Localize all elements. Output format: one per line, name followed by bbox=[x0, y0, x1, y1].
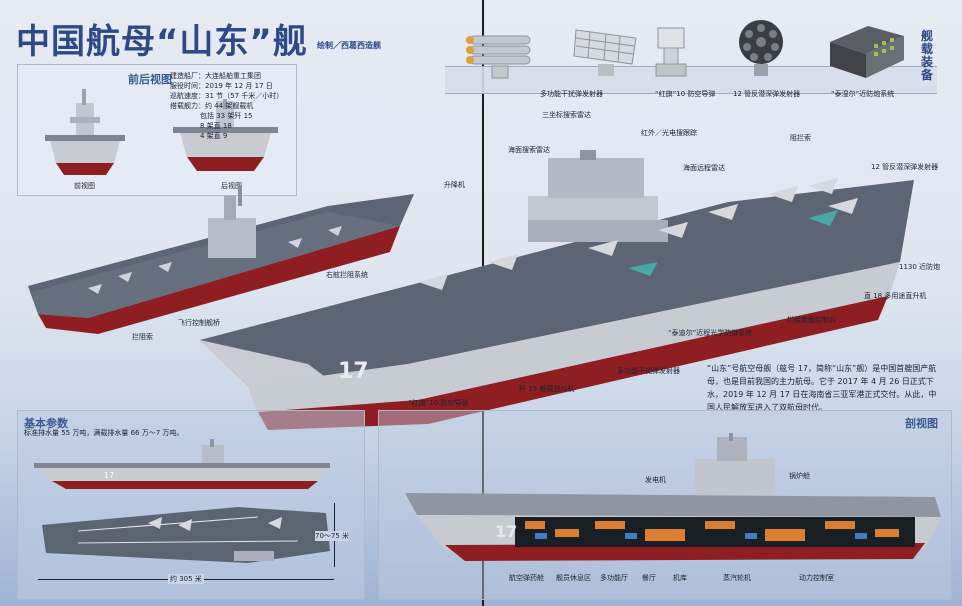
callout-sea-radar: 海面搜索雷达 bbox=[508, 146, 550, 154]
side-hull-number: 17 bbox=[104, 471, 114, 480]
section-bottom-callout: 动力控制室 bbox=[799, 574, 834, 582]
callout-ir-tracker: 红外／光电搜跟踪 bbox=[641, 129, 697, 137]
width-label: 70～75 米 bbox=[315, 531, 350, 541]
callout-hq10: “红旗”10 防空导弹 bbox=[408, 399, 469, 407]
section-top-callout: 锅炉舱 bbox=[789, 472, 810, 480]
section-view-panel: 剖视图 17 发电机 锅炉舱 航空弹药舱 舰员休息区 多功能厅 餐厅 机库 蒸汽… bbox=[378, 410, 952, 600]
top-view-ship bbox=[42, 507, 330, 563]
callout-asw12: 12 管反潜深弹发射器 bbox=[871, 163, 939, 171]
credit-line: 绘制／西葛西造舰 bbox=[317, 41, 381, 50]
callout-1130: 1130 近防炮 bbox=[899, 263, 941, 271]
hull-number: 17 bbox=[338, 359, 369, 384]
spec-line: 搭载舰力：约 44 架舰载机 bbox=[170, 102, 254, 110]
spec-line: 建造船厂：大连船舶重工集团 bbox=[170, 72, 261, 80]
page-title: 中国航母“山东”舰 bbox=[16, 22, 308, 62]
ciws-icon bbox=[830, 26, 904, 78]
armament-label: 多功能干扰弹发射器 bbox=[540, 90, 603, 98]
spec-line: 8 架直 18 bbox=[200, 122, 232, 130]
callout-arresting-system: 右舷拦阻系统 bbox=[326, 271, 368, 279]
section-bottom-callout: 蒸汽轮机 bbox=[723, 574, 751, 582]
length-label: 约 305 米 bbox=[168, 574, 204, 584]
ship-description: “山东”号航空母舰（舷号 17，简称“山东”舰）是中国首艘国产航母，也是目前我国… bbox=[707, 364, 937, 412]
section-top-callout: 发电机 bbox=[645, 476, 666, 484]
callout-arresting: 拦阻索 bbox=[132, 333, 153, 341]
callout-z18: 直 18 多用途直升机 bbox=[864, 292, 927, 300]
front-rear-view-panel: 前后视图 前视图 后视图 建造船厂：大连船舶重工集团 服役时间：2019 年 1… bbox=[17, 64, 297, 196]
basic-params-title: 基本参数 bbox=[24, 417, 68, 430]
section-bottom-callout: 舰员休息区 bbox=[556, 574, 591, 582]
section-bottom-callout: 多功能厅 bbox=[600, 574, 628, 582]
spec-line: 包括 33 架歼 15 bbox=[200, 112, 253, 120]
section-bottom-callout: 餐厅 bbox=[642, 574, 656, 582]
callout-ciws: “泰迪尔”近程光学防御系统 bbox=[668, 329, 753, 337]
section-bottom-callout: 航空弹药舱 bbox=[509, 574, 544, 582]
armament-label: “泰湿尔”近防炮系统 bbox=[831, 90, 895, 98]
front-view-ship-icon bbox=[45, 89, 125, 175]
callout-3d-radar: 三坐标搜索雷达 bbox=[542, 111, 591, 119]
asw-rocket-icon bbox=[739, 20, 783, 76]
spec-line: 4 架直 9 bbox=[200, 132, 228, 140]
missile-launcher-icon bbox=[573, 29, 637, 76]
armament-label: 12 管反潜深弹发射器 bbox=[733, 90, 801, 98]
left-carrier-perspective bbox=[28, 186, 414, 334]
section-view-title: 剖视图 bbox=[905, 417, 938, 430]
section-bottom-callout: 机库 bbox=[673, 574, 687, 582]
section-cutaway-ship: 17 bbox=[405, 433, 941, 561]
spec-line: 巡航速度：31 节（57 千米／小时） bbox=[170, 92, 284, 100]
basic-params-panel: 基本参数 标准排水量 55 万吨，满载排水量 66 万～7 万吨。 17 约 3… bbox=[17, 410, 365, 600]
radar-director-icon bbox=[655, 27, 687, 77]
section-hull-number: 17 bbox=[495, 522, 517, 541]
callout-decoy: 多功能干扰弹发射器 bbox=[617, 367, 680, 375]
callout-lift: 升降机 bbox=[444, 181, 465, 189]
front-view-label: 前视图 bbox=[74, 182, 95, 190]
spec-line: 服役时间：2019 年 12 月 17 日 bbox=[170, 82, 273, 90]
callout-hangar-ctrl: 拦阻着舰控制台 bbox=[787, 316, 836, 324]
rear-view-ship-icon bbox=[173, 99, 278, 171]
callout-flight-ctrl: 飞行控制舰桥 bbox=[178, 319, 220, 327]
callout-j15: 歼 15 舰载战斗机 bbox=[519, 385, 575, 393]
callout-air-radar: 海面远程雷达 bbox=[683, 164, 725, 172]
callout-arrest-gear: 阻拦索 bbox=[790, 134, 811, 142]
basic-params-line: 标准排水量 55 万吨，满载排水量 66 万～7 万吨。 bbox=[24, 429, 184, 437]
armament-vertical-title: 舰载装备 bbox=[920, 29, 933, 82]
front-rear-view-title: 前后视图 bbox=[128, 73, 172, 86]
rear-view-label: 后视图 bbox=[221, 182, 242, 190]
spec-list: 建造船厂：大连船舶重工集团 服役时间：2019 年 12 月 17 日 巡航速度… bbox=[170, 71, 294, 141]
armament-label: “红旗”10 防空导弹 bbox=[655, 90, 716, 98]
decoy-launcher-icon bbox=[466, 35, 531, 79]
side-profile-ship: 17 bbox=[34, 439, 330, 489]
